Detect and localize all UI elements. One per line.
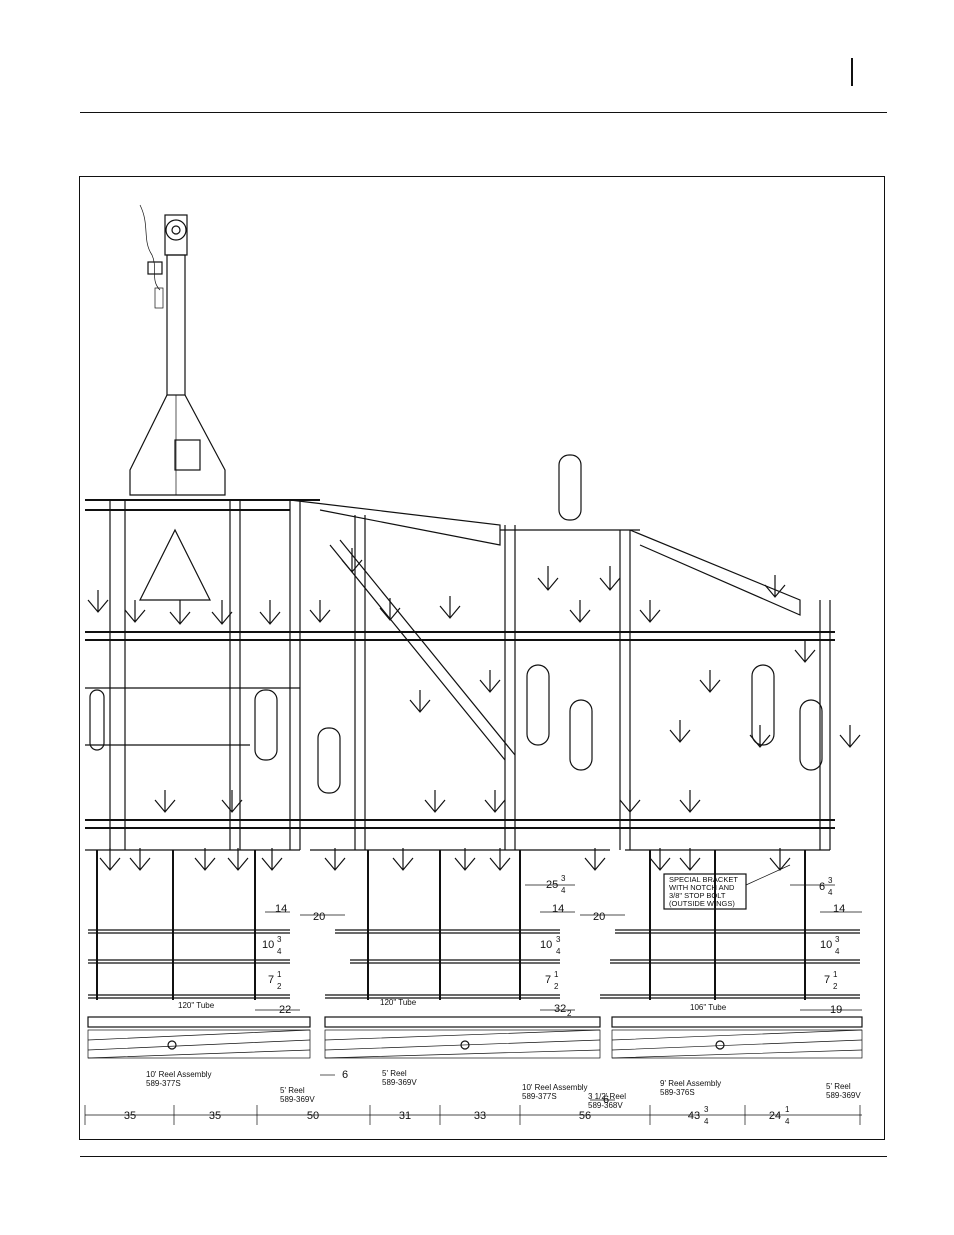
reel-5-mid-pn: 589-369V <box>382 1078 417 1087</box>
bottom-dim-7-num: 3 <box>704 1105 709 1114</box>
dim-10-right: 10 <box>820 939 832 951</box>
dim-7-mid-den: 2 <box>554 982 559 991</box>
dim-7-left-den: 2 <box>277 982 282 991</box>
reel-9-label: 9' Reel Assembly <box>660 1079 721 1088</box>
header-rule <box>80 112 887 113</box>
dim-20-mid: 20 <box>593 911 605 923</box>
dim-10-right-den: 4 <box>835 947 840 956</box>
dimension-numbers: 14 20 10 3 4 7 1 2 22 6 25 3 4 14 20 10 … <box>262 874 845 1106</box>
dim-7-right-num: 1 <box>833 970 838 979</box>
reel-5-left-pn: 589-369V <box>280 1095 315 1104</box>
reel-10-left-label: 10' Reel Assembly <box>146 1070 212 1079</box>
hitch-tongue <box>129 204 226 496</box>
diagram-frame <box>79 176 885 1140</box>
transport-wheels <box>89 454 823 794</box>
part-labels: 120" Tube 120" Tube 106" Tube 10' Reel A… <box>146 998 861 1110</box>
header-tick-mark <box>851 58 853 86</box>
dim-7-mid: 7 <box>545 974 551 986</box>
reel-3-half-pn: 589-368V <box>588 1101 623 1110</box>
reels <box>87 1016 863 1059</box>
special-bracket-box <box>663 873 747 910</box>
dim-25-num: 3 <box>561 874 566 883</box>
sweeps <box>87 548 861 871</box>
dim-6-right-den: 4 <box>828 888 833 897</box>
dim-6-right-num: 3 <box>828 876 833 885</box>
bracket-line-4: (OUTSIDE WINGS) <box>669 899 735 908</box>
harrow-shanks <box>96 850 806 1000</box>
dimension-lines <box>84 884 862 1125</box>
bottom-dim-7-den: 4 <box>704 1117 709 1126</box>
bottom-dim-1: 35 <box>124 1110 136 1122</box>
dim-10-mid-den: 4 <box>556 947 561 956</box>
dim-14-left: 14 <box>275 903 287 915</box>
reel-5-right-label: 5' Reel <box>826 1082 851 1091</box>
dim-32-frac: 2 <box>567 1009 572 1018</box>
callout-labels: SPECIAL BRACKET WITH NOTCH AND 3/8" STOP… <box>669 875 738 908</box>
bottom-dim-8-num: 1 <box>785 1105 790 1114</box>
dim-7-left-num: 1 <box>277 970 282 979</box>
bottom-dimensions: 35 35 50 31 33 56 43 24 <box>124 1110 781 1122</box>
bottom-dim-3: 50 <box>307 1110 319 1122</box>
reel-10-left-pn: 589-377S <box>146 1079 181 1088</box>
dim-7-right: 7 <box>824 974 830 986</box>
dim-10-left: 10 <box>262 939 274 951</box>
dim-6-right: 6 <box>819 881 825 893</box>
harrow-bars <box>88 929 860 999</box>
reel-10-mid-pn: 589-377S <box>522 1092 557 1101</box>
bottom-dim-4: 31 <box>399 1110 411 1122</box>
tube-106-label: 106" Tube <box>690 1003 727 1012</box>
bracket-line-1: SPECIAL BRACKET <box>669 875 738 884</box>
dim-25-den: 4 <box>561 886 566 895</box>
bottom-dim-8: 24 <box>769 1110 781 1122</box>
reel-5-mid-label: 5' Reel <box>382 1069 407 1078</box>
reel-5-left-label: 5' Reel <box>280 1086 305 1095</box>
dim-6-mid: 6 <box>603 1094 609 1106</box>
dim-10-left-num: 3 <box>277 935 282 944</box>
dim-14-mid: 14 <box>552 903 564 915</box>
tube-120-left-label: 120" Tube <box>178 1001 215 1010</box>
dim-7-left: 7 <box>268 974 274 986</box>
bottom-dim-8-den: 4 <box>785 1117 790 1126</box>
dim-14-right: 14 <box>833 903 845 915</box>
reel-10-mid-label: 10' Reel Assembly <box>522 1083 588 1092</box>
dim-32: 32 <box>554 1003 566 1015</box>
main-frame <box>85 499 835 851</box>
dim-7-mid-num: 1 <box>554 970 559 979</box>
dim-22: 22 <box>279 1004 291 1016</box>
bottom-dim-5: 33 <box>474 1110 486 1122</box>
dim-25: 25 <box>546 879 558 891</box>
footer-rule <box>80 1156 887 1157</box>
bottom-dim-7: 43 <box>688 1110 700 1122</box>
tube-120-mid-label: 120" Tube <box>380 998 417 1007</box>
bracket-line-3: 3/8" STOP BOLT <box>669 891 726 900</box>
reel-9-pn: 589-376S <box>660 1088 695 1097</box>
dim-10-mid: 10 <box>540 939 552 951</box>
dim-10-left-den: 4 <box>277 947 282 956</box>
reel-3-half-label: 3 1/2' Reel <box>588 1092 626 1101</box>
dim-10-right-num: 3 <box>835 935 840 944</box>
dim-6-left: 6 <box>342 1069 348 1081</box>
bottom-dim-6: 56 <box>579 1110 591 1122</box>
bracket-line-2: WITH NOTCH AND <box>669 883 735 892</box>
bottom-dim-2: 35 <box>209 1110 221 1122</box>
dim-19: 19 <box>830 1004 842 1016</box>
dim-10-mid-num: 3 <box>556 935 561 944</box>
dim-20-left: 20 <box>313 911 325 923</box>
reel-5-right-pn: 589-369V <box>826 1091 861 1100</box>
bottom-dim-fractions: 3 4 1 4 <box>704 1105 790 1126</box>
dim-7-right-den: 2 <box>833 982 838 991</box>
